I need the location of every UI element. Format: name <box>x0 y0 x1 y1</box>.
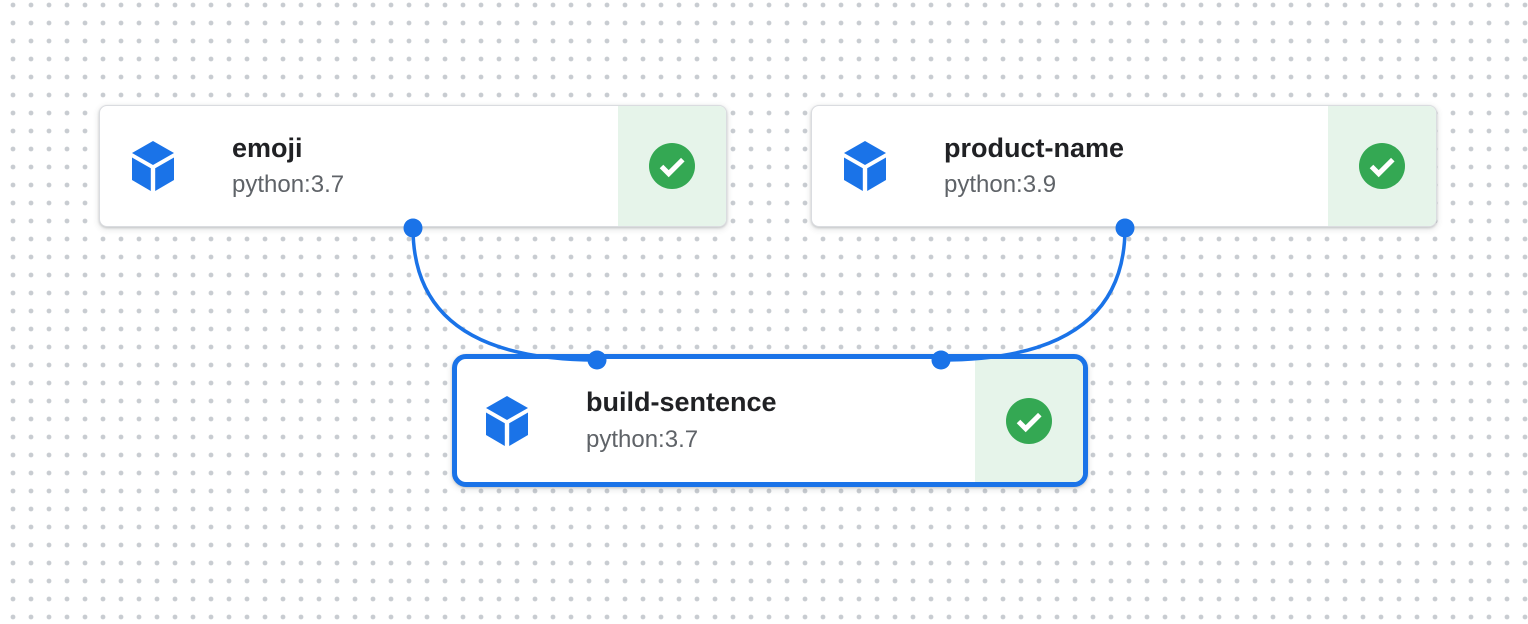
node-text: product-name python:3.9 <box>944 133 1124 199</box>
success-check-icon <box>1006 397 1052 444</box>
pipeline-node-product-name[interactable]: product-name python:3.9 <box>811 105 1437 227</box>
node-title: emoji <box>232 132 303 163</box>
node-container-image: python:3.9 <box>944 171 1057 199</box>
deployed-code-cube-icon <box>844 141 886 191</box>
node-body: product-name python:3.9 <box>812 106 1328 226</box>
pipeline-node-emoji[interactable]: emoji python:3.7 <box>99 105 727 227</box>
success-check-icon <box>1359 143 1405 189</box>
deployed-code-cube-icon <box>486 395 528 446</box>
deployed-code-cube-icon <box>132 141 174 191</box>
pipeline-node-build-sentence[interactable]: build-sentence python:3.7 <box>452 354 1088 487</box>
node-container-image: python:3.7 <box>586 425 699 453</box>
node-title: product-name <box>944 132 1125 163</box>
success-check-icon <box>649 143 695 189</box>
node-body: emoji python:3.7 <box>100 106 618 226</box>
node-title: build-sentence <box>586 387 777 418</box>
node-status-panel <box>618 106 726 226</box>
node-text: build-sentence python:3.7 <box>586 387 777 453</box>
node-status-panel <box>1328 106 1436 226</box>
node-text: emoji python:3.7 <box>232 133 344 199</box>
edge-emoji-to-build-sentence <box>411 227 598 362</box>
node-body: build-sentence python:3.7 <box>457 359 975 482</box>
edge-product-name-to-build-sentence <box>940 227 1127 362</box>
node-status-panel <box>975 359 1083 482</box>
node-container-image: python:3.7 <box>232 171 345 199</box>
